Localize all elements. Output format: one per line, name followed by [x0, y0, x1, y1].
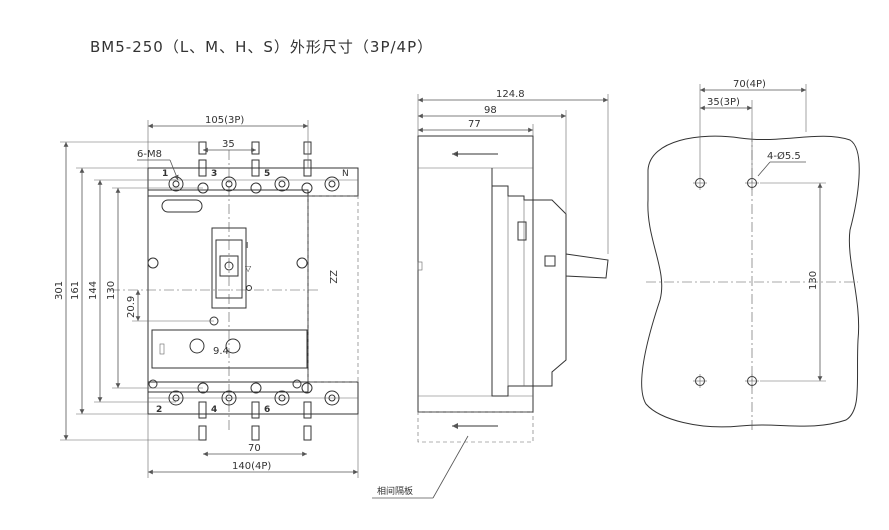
dim-offset-9-4: 9.4: [213, 346, 229, 357]
dim-depth-77: 77: [468, 119, 481, 130]
n-pole-label: N: [342, 169, 349, 179]
pole-label: 2: [156, 405, 162, 415]
dim-width-4p: 140(4P): [232, 461, 271, 472]
partition-label: 相间隔板: [377, 485, 413, 497]
top-terminal-strip: [147, 167, 359, 197]
front-view: I ▽ ZZ 1 3 5 N: [54, 115, 359, 478]
dim-height-161: 161: [70, 281, 81, 300]
dim-depth-98: 98: [484, 105, 497, 116]
dim-height-301: 301: [54, 281, 65, 300]
accessory-cover: [151, 329, 308, 369]
pole-label: 4: [211, 405, 217, 415]
mount-screw-icon: [296, 257, 308, 269]
trip-symbol: ▽: [245, 264, 252, 273]
pole-label: 6: [264, 405, 270, 415]
side-body: [417, 135, 534, 413]
dim-depth-124-8: 124.8: [496, 89, 525, 100]
on-symbol: I: [246, 241, 248, 250]
dim-offset-20-9: 20.9: [126, 296, 137, 318]
dim-width-3p: 105(3P): [205, 115, 244, 126]
breaker-body: [147, 189, 309, 393]
side-handle: [565, 253, 609, 279]
dim-height-130: 130: [106, 281, 117, 300]
front-cover: [491, 168, 567, 397]
dim-pole-pitch: 35: [222, 139, 235, 150]
pole-label: 5: [264, 169, 270, 179]
screw-spec: 6-M8: [137, 149, 162, 160]
panel-cutout-view: 70(4P) 35(3P) 4-Ø5.5 130: [641, 79, 860, 432]
zz-mark: ZZ: [327, 270, 338, 284]
dim-height-144: 144: [88, 281, 99, 300]
pole-label: 3: [211, 169, 217, 179]
dim-cutout-4p: 70(4P): [733, 79, 766, 90]
label-slot: [161, 199, 203, 213]
dim-terminal-pitch: 70: [248, 443, 261, 454]
mounting-holes: [693, 176, 759, 388]
dim-cutout-3p: 35(3P): [707, 97, 740, 108]
panel-outline: [641, 135, 860, 428]
mount-screw-icon: [147, 257, 159, 269]
pole-label: 1: [162, 169, 168, 179]
dim-cutout-height: 130: [808, 271, 819, 290]
page-title: BM5-250（L、M、H、S）外形尺寸（3P/4P）: [90, 38, 434, 56]
side-view: 相间隔板 124.8 98 77: [372, 89, 609, 499]
bottom-terminals: 2 4 6: [148, 379, 340, 441]
hole-spec: 4-Ø5.5: [767, 150, 801, 162]
